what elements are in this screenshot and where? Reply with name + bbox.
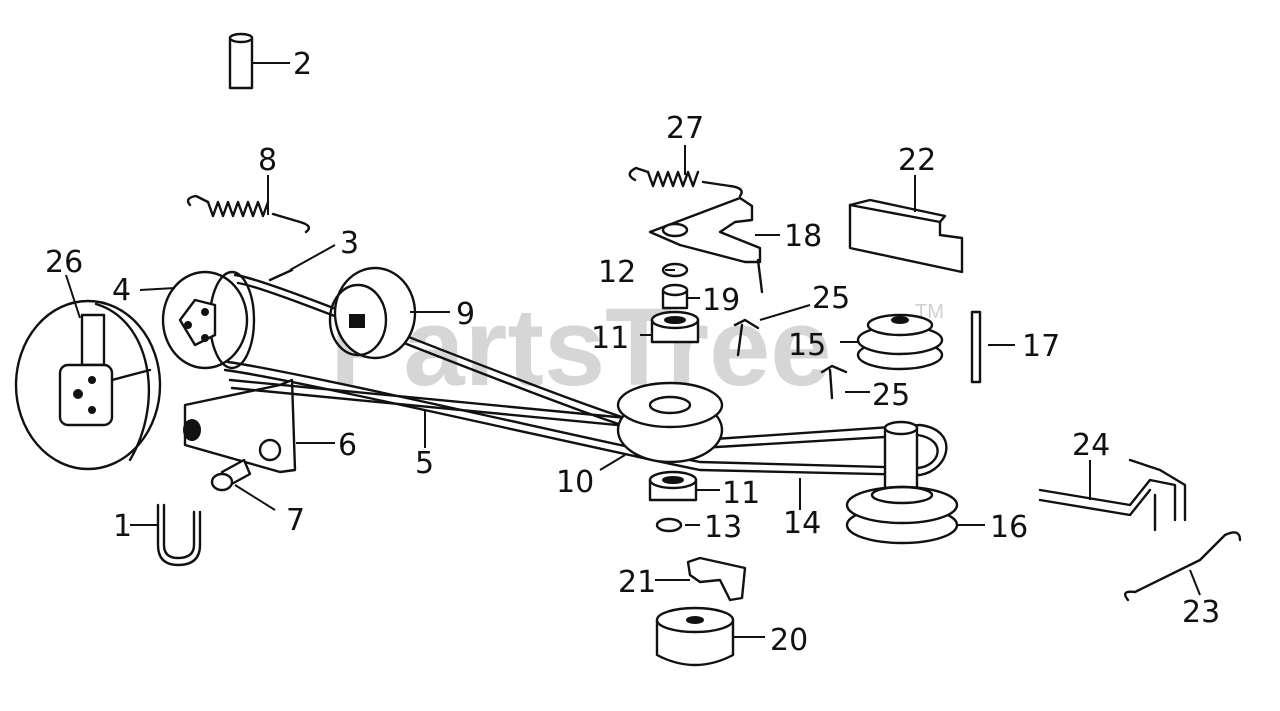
callout-2: 2 xyxy=(293,47,312,82)
callout-21: 21 xyxy=(618,565,656,600)
part-4-pulley-icon xyxy=(161,270,256,370)
callout-14: 14 xyxy=(783,506,821,541)
part-25-pin-bottom-icon xyxy=(820,364,848,400)
part-24-bracket-icon xyxy=(1038,458,1187,532)
leader-lines xyxy=(65,62,1201,638)
callout-3: 3 xyxy=(340,226,359,261)
part-11-bearing-bottom-icon xyxy=(648,470,698,502)
part-8-spring-icon xyxy=(186,194,311,234)
callout-7: 7 xyxy=(286,503,305,538)
part-1-u-bolt-icon xyxy=(156,503,202,567)
callout-17: 17 xyxy=(1022,329,1060,364)
callout-24: 24 xyxy=(1072,428,1110,463)
part-19-spacer-icon xyxy=(661,283,689,310)
callout-22: 22 xyxy=(898,143,936,178)
part-23-wire-icon xyxy=(1124,531,1242,602)
part-18-idler-arm-icon xyxy=(648,196,764,294)
part-3-pin-icon xyxy=(268,268,294,282)
part-20-pulley-icon xyxy=(655,606,735,667)
part-15-pulley-icon xyxy=(856,313,944,371)
part-21-shield-icon xyxy=(686,556,747,602)
part-22-plate-icon xyxy=(848,198,964,274)
callout-labels: 1 2 3 4 5 6 7 8 9 10 11 11 12 13 14 15 1… xyxy=(45,47,1220,658)
callout-16: 16 xyxy=(990,510,1028,545)
part-16-pulley-icon xyxy=(845,420,959,545)
callout-1: 1 xyxy=(113,509,132,544)
callout-25-bottom: 25 xyxy=(872,378,910,413)
callout-25-top: 25 xyxy=(812,281,850,316)
part-2-bushing-icon xyxy=(228,32,254,90)
callout-8: 8 xyxy=(258,143,277,178)
callout-15: 15 xyxy=(788,328,826,363)
callout-27: 27 xyxy=(666,111,704,146)
callout-19: 19 xyxy=(702,283,740,318)
callout-9: 9 xyxy=(456,297,475,332)
callout-23: 23 xyxy=(1182,595,1220,630)
callout-20: 20 xyxy=(770,623,808,658)
callout-18: 18 xyxy=(784,219,822,254)
callout-13: 13 xyxy=(704,510,742,545)
callout-6: 6 xyxy=(338,428,357,463)
part-25-pin-top-icon xyxy=(733,318,760,357)
part-17-key-icon xyxy=(970,310,982,384)
part-7-bolt-icon xyxy=(210,458,252,492)
callout-12: 12 xyxy=(598,255,636,290)
part-10-pulley-icon xyxy=(616,381,724,464)
callout-4: 4 xyxy=(112,273,131,308)
callout-11-top: 11 xyxy=(591,321,629,356)
callout-10: 10 xyxy=(556,465,594,500)
part-26-disc-icon xyxy=(14,299,162,471)
part-27-spring-icon xyxy=(628,166,743,198)
part-6-bracket-icon xyxy=(183,378,297,474)
part-13-washer-icon xyxy=(655,517,683,533)
callout-5: 5 xyxy=(415,446,434,481)
part-11-bearing-top-icon xyxy=(650,310,700,344)
callout-26: 26 xyxy=(45,245,83,280)
callout-11-bottom: 11 xyxy=(722,476,760,511)
